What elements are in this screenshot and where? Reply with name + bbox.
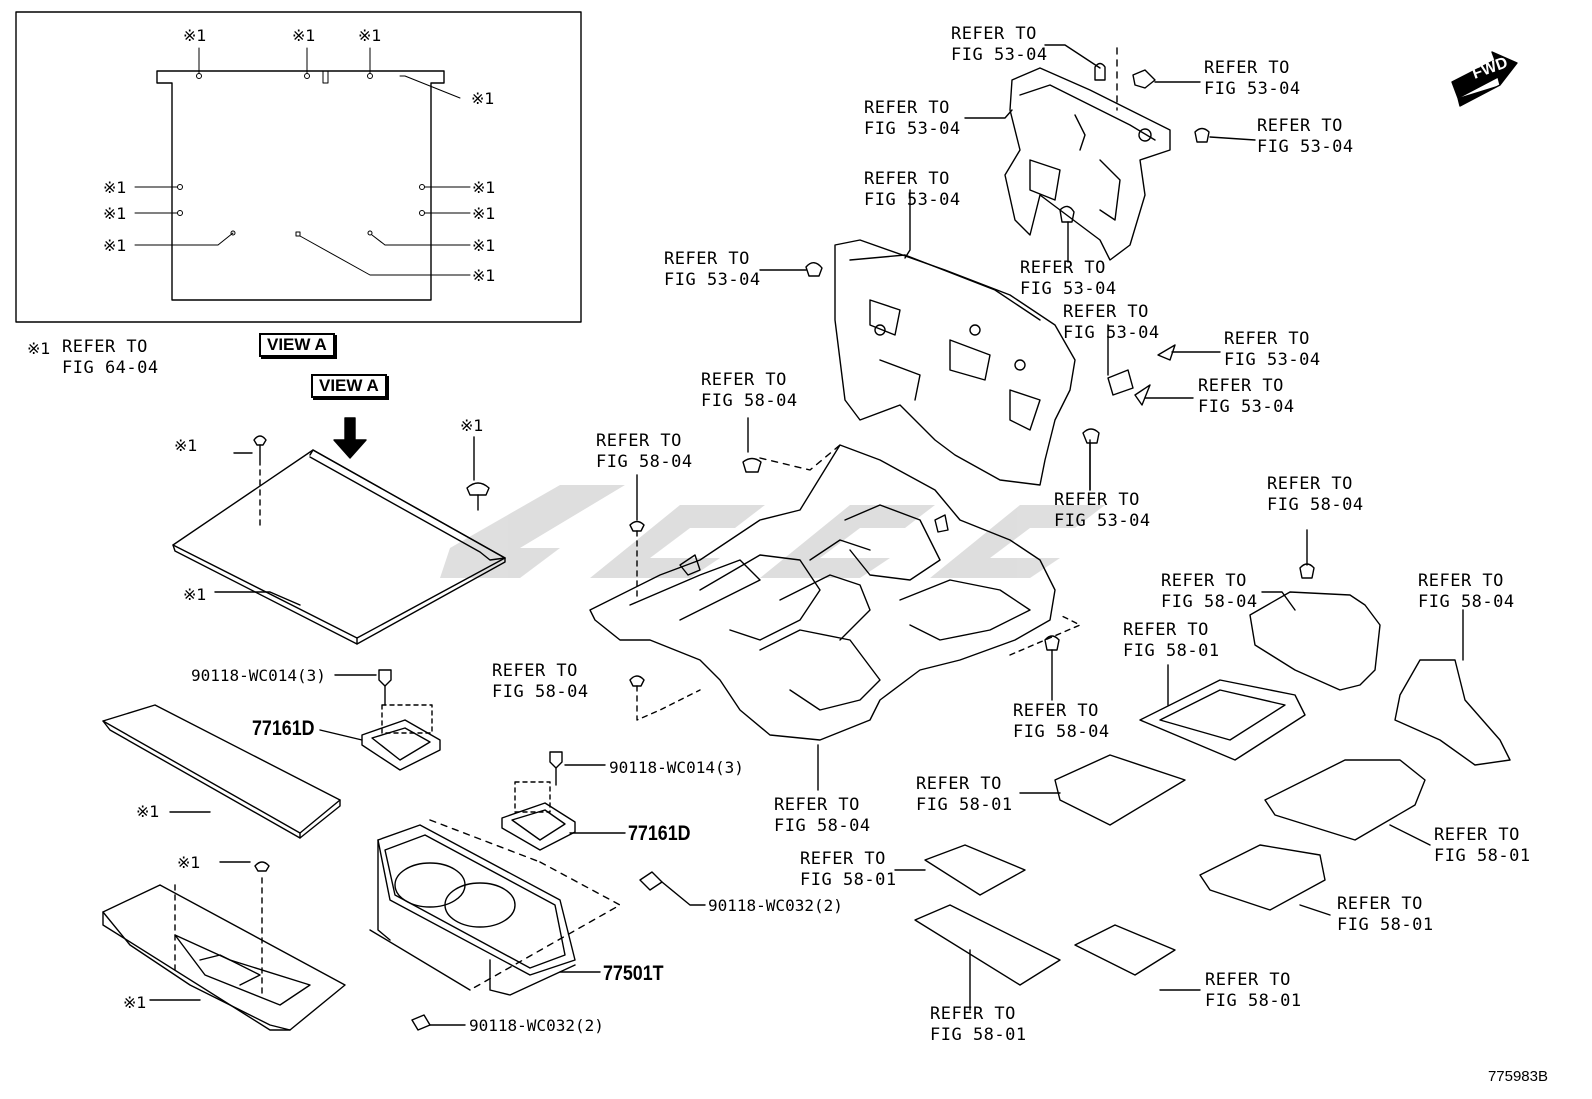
ref-label-23a: REFER TO xyxy=(800,849,886,869)
ref-label-16a: REFER TO xyxy=(1418,571,1504,591)
ref-label-26b: FIG 58-01 xyxy=(930,1025,1027,1045)
deck-bolt-mark: ※1 xyxy=(174,436,198,455)
ref-label-13b: FIG 58-04 xyxy=(596,452,693,472)
ref-label-14b: FIG 58-04 xyxy=(1267,495,1364,515)
inset-mark-10: ※1 xyxy=(472,236,496,255)
ref-label-12a: REFER TO xyxy=(701,370,787,390)
part-number-p1: 90118-WC014(3) xyxy=(191,666,326,685)
legend-line1: REFER TO xyxy=(62,337,148,357)
ref-label-8a: REFER TO xyxy=(1063,302,1149,322)
ref-label-13a: REFER TO xyxy=(596,431,682,451)
ref-label-10b: FIG 53-04 xyxy=(1198,397,1295,417)
legend-mark: ※1 xyxy=(27,339,51,358)
dash-insulator xyxy=(964,44,1256,263)
deck-board-mark: ※1 xyxy=(183,585,207,604)
ref-label-18b: FIG 58-04 xyxy=(1013,722,1110,742)
ref-label-8b: FIG 53-04 xyxy=(1063,323,1160,343)
watermark-logo xyxy=(440,485,1105,578)
ref-label-25b: FIG 58-01 xyxy=(1205,991,1302,1011)
ref-label-11a: REFER TO xyxy=(1054,490,1140,510)
ref-label-11b: FIG 53-04 xyxy=(1054,511,1151,531)
inset-mark-4: ※1 xyxy=(471,89,495,108)
small-pads xyxy=(1107,324,1221,406)
ref-label-4b: FIG 53-04 xyxy=(1257,137,1354,157)
ref-label-12b: FIG 58-04 xyxy=(701,391,798,411)
ref-label-21b: FIG 58-01 xyxy=(916,795,1013,815)
ref-label-14a: REFER TO xyxy=(1267,474,1353,494)
ref-label-7b: FIG 53-04 xyxy=(1020,279,1117,299)
storage-tray xyxy=(369,819,706,1031)
ref-label-4a: REFER TO xyxy=(1257,116,1343,136)
inset-mark-8: ※1 xyxy=(472,178,496,197)
part-number-p7: 90118-WC032(2) xyxy=(469,1016,604,1035)
fwd-arrow xyxy=(1451,51,1518,107)
ref-label-20b: FIG 58-01 xyxy=(1123,641,1220,661)
spare-tray xyxy=(102,861,346,1031)
view-a-arrow xyxy=(333,417,367,459)
inset-mark-11: ※1 xyxy=(472,266,496,285)
lower-board-mark: ※1 xyxy=(136,802,160,821)
ref-label-17b: FIG 58-04 xyxy=(492,682,589,702)
ref-label-26a: REFER TO xyxy=(930,1004,1016,1024)
ref-label-10a: REFER TO xyxy=(1198,376,1284,396)
ref-label-3b: FIG 53-04 xyxy=(864,119,961,139)
diagram-id: 775983B xyxy=(1487,1068,1548,1085)
ref-label-24a: REFER TO xyxy=(1337,894,1423,914)
part-number-p6: 77501T xyxy=(603,962,664,985)
deck-clip-mark: ※1 xyxy=(460,416,484,435)
deck-board xyxy=(172,435,506,645)
ref-label-20a: REFER TO xyxy=(1123,620,1209,640)
inset-mark-5: ※1 xyxy=(103,178,127,197)
bracket-upper xyxy=(319,669,441,771)
tray-bolt-mark: ※1 xyxy=(177,853,201,872)
ref-label-5a: REFER TO xyxy=(864,169,950,189)
inset-mark-6: ※1 xyxy=(103,204,127,223)
ref-label-7a: REFER TO xyxy=(1020,258,1106,278)
ref-label-5b: FIG 53-04 xyxy=(864,190,961,210)
ref-label-6b: FIG 53-04 xyxy=(664,270,761,290)
part-number-p3: 90118-WC014(3) xyxy=(609,758,744,777)
ref-label-9a: REFER TO xyxy=(1224,329,1310,349)
part-number-p5: 90118-WC032(2) xyxy=(708,896,843,915)
part-number-p4: 77161D xyxy=(628,822,691,845)
ref-label-19b: FIG 58-04 xyxy=(774,816,871,836)
ref-label-15a: REFER TO xyxy=(1161,571,1247,591)
ref-label-2a: REFER TO xyxy=(1204,58,1290,78)
ref-label-18a: REFER TO xyxy=(1013,701,1099,721)
ref-label-2b: FIG 53-04 xyxy=(1204,79,1301,99)
legend-line2: FIG 64-04 xyxy=(62,358,159,378)
ref-label-9b: FIG 53-04 xyxy=(1224,350,1321,370)
ref-label-1b: FIG 53-04 xyxy=(951,45,1048,65)
ref-label-22b: FIG 58-01 xyxy=(1434,846,1531,866)
spare-tray-mark: ※1 xyxy=(123,993,147,1012)
view-a-arrow-label: VIEW A xyxy=(311,374,387,398)
ref-label-22a: REFER TO xyxy=(1434,825,1520,845)
ref-label-23b: FIG 58-01 xyxy=(800,870,897,890)
bracket-lower xyxy=(501,751,626,851)
inset-mark-1: ※1 xyxy=(183,26,207,45)
inset-mark-3: ※1 xyxy=(358,26,382,45)
ref-label-19a: REFER TO xyxy=(774,795,860,815)
ref-label-17a: REFER TO xyxy=(492,661,578,681)
ref-label-1a: REFER TO xyxy=(951,24,1037,44)
ref-label-16b: FIG 58-04 xyxy=(1418,592,1515,612)
part-number-p2: 77161D xyxy=(252,717,315,740)
inset-mark-9: ※1 xyxy=(472,204,496,223)
ref-label-25a: REFER TO xyxy=(1205,970,1291,990)
ref-label-15b: FIG 58-04 xyxy=(1161,592,1258,612)
inset-mark-7: ※1 xyxy=(103,236,127,255)
ref-label-24b: FIG 58-01 xyxy=(1337,915,1434,935)
floor-mats xyxy=(894,529,1511,1011)
lower-board xyxy=(102,704,341,839)
view-a-label: VIEW A xyxy=(259,333,335,357)
ref-label-6a: REFER TO xyxy=(664,249,750,269)
ref-label-3a: REFER TO xyxy=(864,98,950,118)
inset-mark-2: ※1 xyxy=(292,26,316,45)
ref-label-21a: REFER TO xyxy=(916,774,1002,794)
dash-silencer xyxy=(759,189,1100,491)
view-a-inset xyxy=(15,11,582,323)
floor-carpet xyxy=(589,417,1091,791)
